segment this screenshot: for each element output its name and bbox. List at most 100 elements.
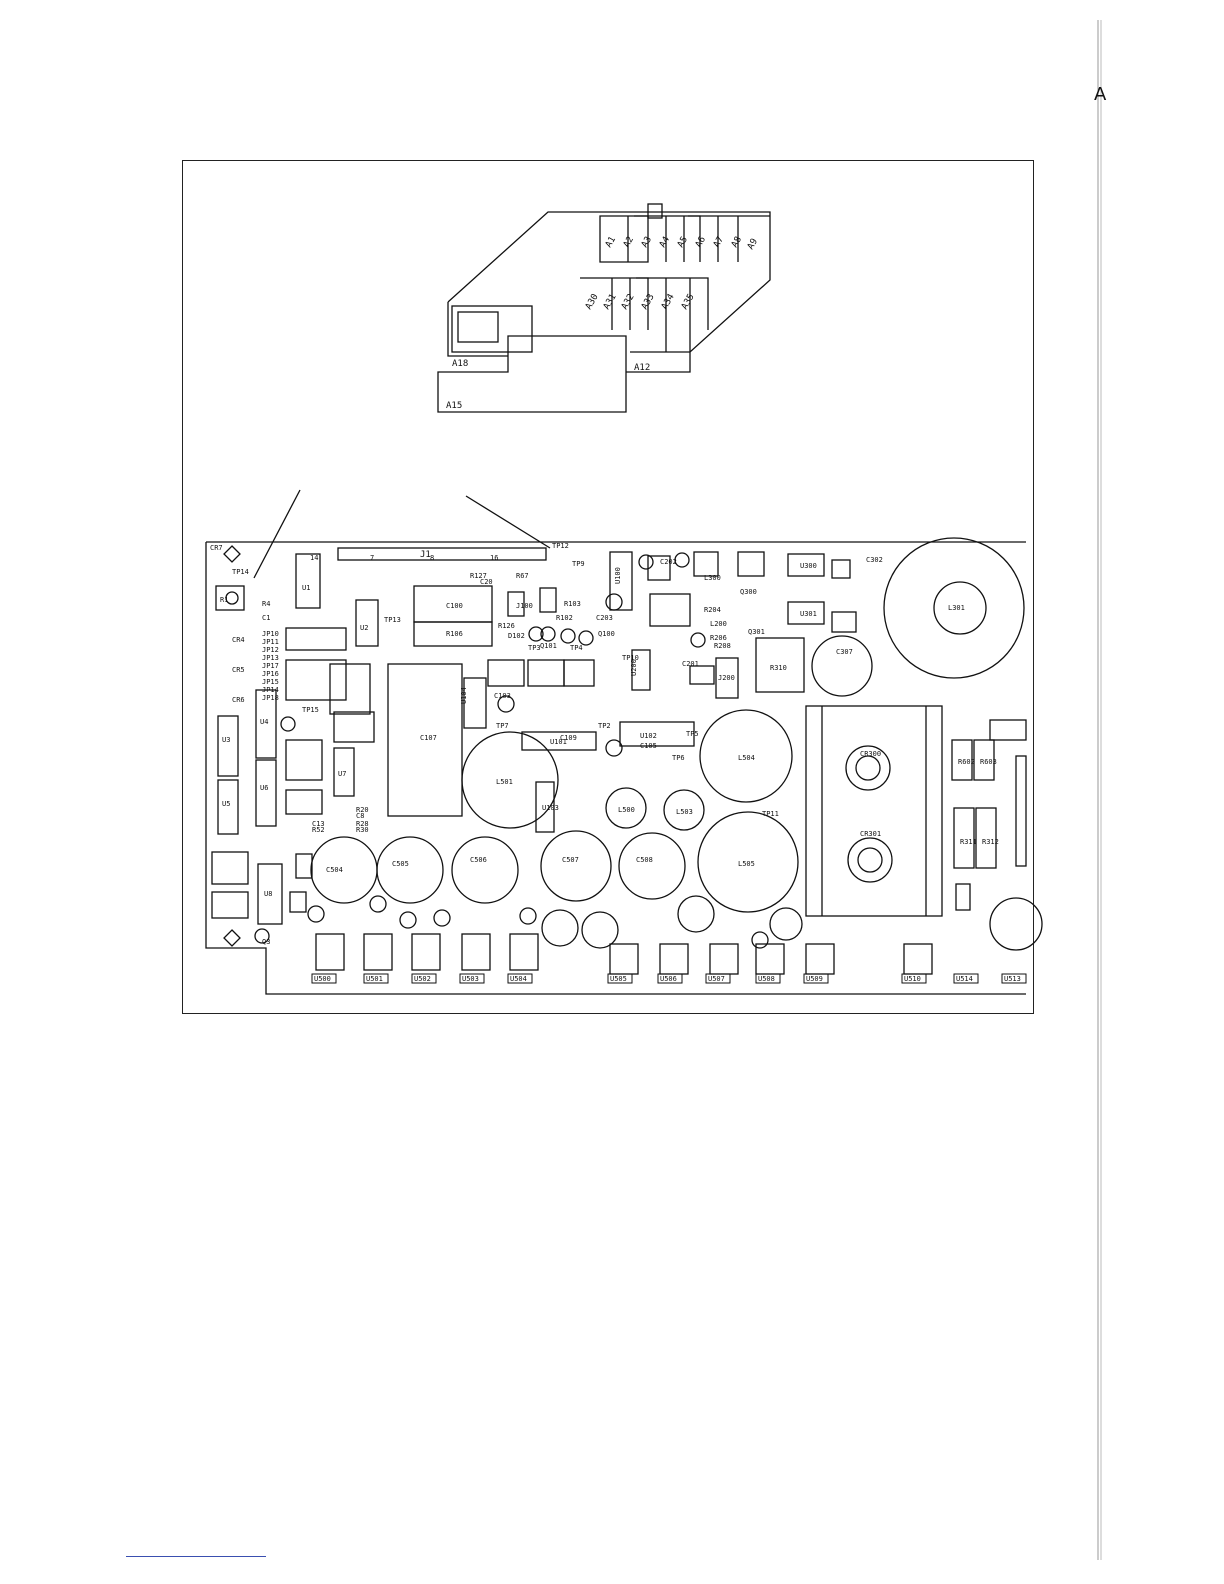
footer-part-label: U501 bbox=[366, 975, 383, 983]
ic-label: U104 bbox=[460, 687, 468, 704]
footer-part-label: U509 bbox=[806, 975, 823, 983]
ic-label: U301 bbox=[800, 610, 817, 618]
component-block bbox=[285, 789, 323, 815]
part-label: C20 bbox=[480, 578, 493, 586]
ic-label: U200 bbox=[630, 659, 638, 676]
part-label: CR5 bbox=[232, 666, 245, 674]
corner-mark: A bbox=[1094, 84, 1107, 105]
part-label: D102 bbox=[508, 632, 525, 640]
pin-mark: 16 bbox=[490, 554, 498, 562]
pin-mark: 14 bbox=[310, 554, 318, 562]
capacitor-label: C504 bbox=[326, 866, 343, 874]
part-label: R1 bbox=[220, 596, 228, 604]
slot-label: A9 bbox=[746, 237, 760, 251]
part-label: R103 bbox=[564, 600, 581, 608]
test-point-label: TP13 bbox=[384, 616, 401, 624]
footer-part-label: U503 bbox=[462, 975, 479, 983]
footer-part-box bbox=[803, 973, 829, 984]
component-block bbox=[693, 551, 719, 577]
component-block bbox=[609, 943, 639, 975]
part-label: Q100 bbox=[598, 630, 615, 638]
ic-label: U101 bbox=[550, 738, 567, 746]
coil-label: L503 bbox=[676, 808, 693, 816]
part-label: C1 bbox=[262, 614, 270, 622]
part-label: C103 bbox=[494, 692, 511, 700]
component-block bbox=[903, 943, 933, 975]
capacitor-label: C506 bbox=[470, 856, 487, 864]
component-block bbox=[509, 933, 539, 971]
ic-label: U4 bbox=[260, 718, 268, 726]
ic-label: U3 bbox=[222, 736, 230, 744]
component-block bbox=[659, 943, 689, 975]
part-label: Q3 bbox=[262, 938, 270, 946]
component-block bbox=[363, 933, 393, 971]
ic-label: U1 bbox=[302, 584, 310, 592]
footer-part-label: U502 bbox=[414, 975, 431, 983]
slot-label: A3 bbox=[640, 235, 654, 249]
component-block bbox=[211, 891, 249, 919]
ic-label: U6 bbox=[260, 784, 268, 792]
footer-part-box bbox=[901, 973, 927, 984]
part-label: C201 bbox=[682, 660, 699, 668]
part-label: C307 bbox=[836, 648, 853, 656]
coil-label: L501 bbox=[496, 778, 513, 786]
footer-rule bbox=[126, 1556, 266, 1557]
footer-part-label: U500 bbox=[314, 975, 331, 983]
component-block bbox=[539, 587, 557, 613]
part-label: R206 bbox=[710, 634, 727, 642]
test-point-label: TP12 bbox=[552, 542, 569, 550]
ic-label: U103 bbox=[542, 804, 559, 812]
component-block bbox=[295, 853, 313, 879]
part-label: C302 bbox=[866, 556, 883, 564]
coil-label: L505 bbox=[738, 860, 755, 868]
footer-part-label: U510 bbox=[904, 975, 921, 983]
test-point-label: TP2 bbox=[598, 722, 611, 730]
slot-label: A4 bbox=[658, 235, 672, 249]
component-block bbox=[211, 851, 249, 885]
test-point-label: TP10 bbox=[622, 654, 639, 662]
part-label: R126 bbox=[498, 622, 515, 630]
part-label: Q301 bbox=[748, 628, 765, 636]
part-label: R102 bbox=[556, 614, 573, 622]
footer-part-label: U504 bbox=[510, 975, 527, 983]
pin-mark: 8 bbox=[430, 554, 434, 562]
part-label: JP13 bbox=[262, 654, 279, 662]
coil-label: L500 bbox=[618, 806, 635, 814]
part-label: R312 bbox=[982, 838, 999, 846]
slot-label: A1 bbox=[604, 235, 618, 249]
test-point-label: TP14 bbox=[232, 568, 249, 576]
part-label: C109 bbox=[560, 734, 577, 742]
part-label: R4 bbox=[262, 600, 270, 608]
test-point-label: TP11 bbox=[762, 810, 779, 818]
part-label: C105 bbox=[640, 742, 657, 750]
part-label: CR7 bbox=[210, 544, 223, 552]
footer-part-box bbox=[459, 973, 485, 984]
part-label: JP17 bbox=[262, 662, 279, 670]
footer-part-box bbox=[363, 973, 389, 984]
slot-label: A5 bbox=[676, 235, 690, 249]
test-point-label: TP7 bbox=[496, 722, 509, 730]
coil-label: L504 bbox=[738, 754, 755, 762]
footer-part-box bbox=[607, 973, 633, 984]
component-block bbox=[563, 659, 595, 687]
component-block bbox=[285, 739, 323, 781]
component-block bbox=[955, 883, 971, 911]
figure-frame bbox=[182, 160, 1034, 1014]
part-label: CR6 bbox=[232, 696, 245, 704]
component-block bbox=[507, 591, 525, 617]
component-block bbox=[329, 663, 371, 715]
capacitor-label: C505 bbox=[392, 860, 409, 868]
ic-label: U8 bbox=[264, 890, 272, 898]
slot-label: A8 bbox=[730, 235, 744, 249]
footer-part-label: U505 bbox=[610, 975, 627, 983]
part-label: R311 bbox=[960, 838, 977, 846]
ic-label: U7 bbox=[338, 770, 346, 778]
footer-part-box bbox=[953, 973, 979, 984]
footer-part-label: U513 bbox=[1004, 975, 1021, 983]
component-block bbox=[333, 711, 375, 743]
part-label: R204 bbox=[704, 606, 721, 614]
capacitor-label: C508 bbox=[636, 856, 653, 864]
part-label: C8 bbox=[356, 812, 364, 820]
test-point-label: TP3 bbox=[528, 644, 541, 652]
